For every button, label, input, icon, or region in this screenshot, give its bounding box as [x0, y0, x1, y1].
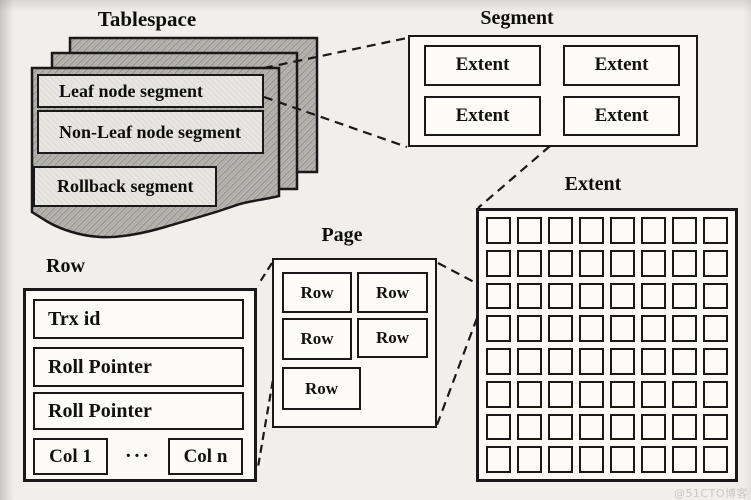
page-square — [579, 249, 604, 277]
extent-cell: Extent — [424, 95, 541, 136]
page-square — [641, 413, 666, 441]
page-square — [703, 380, 728, 408]
page-square — [517, 217, 542, 244]
page-square — [579, 282, 604, 310]
page-square — [517, 282, 542, 310]
page-square — [517, 446, 542, 473]
page-square — [672, 380, 697, 408]
page-square — [641, 217, 666, 244]
page-square — [579, 413, 604, 441]
connector-page-extent-top — [437, 262, 477, 284]
page-square — [610, 380, 635, 408]
page-square — [610, 217, 635, 244]
page-square — [610, 348, 635, 375]
page-square — [579, 217, 604, 244]
page-square — [579, 348, 604, 375]
page-square — [610, 282, 635, 310]
connector-page-extent-bottom — [435, 317, 479, 426]
page-square — [486, 217, 511, 244]
connector-tablespace-segment-top — [263, 36, 408, 70]
page-square — [672, 217, 697, 244]
page-square — [672, 446, 697, 473]
tablespace-title: Tablespace — [97, 7, 197, 31]
segment-title: Segment — [480, 7, 554, 29]
page-row-cell: Row — [282, 367, 361, 410]
page-square — [610, 446, 635, 473]
extent-title: Extent — [564, 173, 622, 195]
col-1-field: Col 1 — [33, 438, 108, 475]
page-square — [641, 282, 666, 310]
extent-cell: Extent — [563, 95, 680, 136]
extent-cell: Extent — [563, 45, 680, 86]
page-square — [672, 315, 697, 342]
roll-pointer-field: Roll Pointer — [33, 392, 244, 430]
page-square — [486, 380, 511, 408]
page-square — [548, 217, 573, 244]
page-square — [548, 348, 573, 375]
page-square — [486, 413, 511, 441]
page-square — [703, 282, 728, 310]
page-square — [548, 380, 573, 408]
page-box: Row Row Row Row Row — [272, 258, 437, 428]
page-square — [517, 413, 542, 441]
page-square — [548, 413, 573, 441]
extent-cell: Extent — [424, 45, 541, 86]
page-square — [579, 446, 604, 473]
rollback-segment-bar: Rollback segment — [33, 166, 217, 207]
page-square — [703, 446, 728, 473]
extent-grid — [486, 217, 728, 473]
trx-id-field: Trx id — [33, 299, 244, 339]
page-square — [517, 348, 542, 375]
page-title: Page — [321, 224, 363, 246]
page-square — [548, 249, 573, 277]
page-square — [548, 315, 573, 342]
page-square — [641, 446, 666, 473]
page-square — [672, 249, 697, 277]
page-row-cell: Row — [282, 272, 352, 313]
row-title: Row — [46, 255, 85, 277]
page-square — [486, 249, 511, 277]
page-square — [517, 315, 542, 342]
page-square — [703, 413, 728, 441]
page-square — [486, 282, 511, 310]
ellipsis-dots: ··· — [124, 445, 151, 467]
page-square — [517, 249, 542, 277]
leaf-node-segment-bar: Leaf node segment — [37, 74, 264, 108]
connector-segment-extent — [477, 145, 551, 209]
page-row-cell: Row — [357, 272, 428, 313]
page-square — [703, 315, 728, 342]
connector-tablespace-segment-bottom — [263, 95, 408, 149]
page-row-cell: Row — [357, 318, 428, 358]
page-square — [672, 348, 697, 375]
extent-box — [476, 208, 738, 482]
page-square — [672, 413, 697, 441]
page-square — [641, 380, 666, 408]
page-square — [579, 380, 604, 408]
page-square — [703, 217, 728, 244]
watermark: @51CTO博客 — [673, 487, 748, 500]
page-square — [703, 348, 728, 375]
page-square — [703, 249, 728, 277]
row-box: Trx id Roll Pointer Roll Pointer Col 1 ·… — [23, 288, 257, 482]
page-square — [610, 249, 635, 277]
page-square — [486, 315, 511, 342]
page-row-cell: Row — [282, 318, 352, 360]
page-square — [548, 446, 573, 473]
page-square — [610, 315, 635, 342]
connector-page-row-top — [257, 262, 273, 286]
segment-box: Extent Extent Extent Extent — [408, 35, 698, 147]
page-square — [672, 282, 697, 310]
page-square — [579, 315, 604, 342]
page-square — [486, 348, 511, 375]
page-square — [548, 282, 573, 310]
page-square — [641, 249, 666, 277]
page-square — [641, 348, 666, 375]
non-leaf-node-segment-bar: Non-Leaf node segment — [37, 110, 264, 154]
page-square — [641, 315, 666, 342]
roll-pointer-field: Roll Pointer — [33, 347, 244, 387]
col-n-field: Col n — [168, 438, 243, 475]
page-square — [610, 413, 635, 441]
page-square — [486, 446, 511, 473]
page-square — [517, 380, 542, 408]
